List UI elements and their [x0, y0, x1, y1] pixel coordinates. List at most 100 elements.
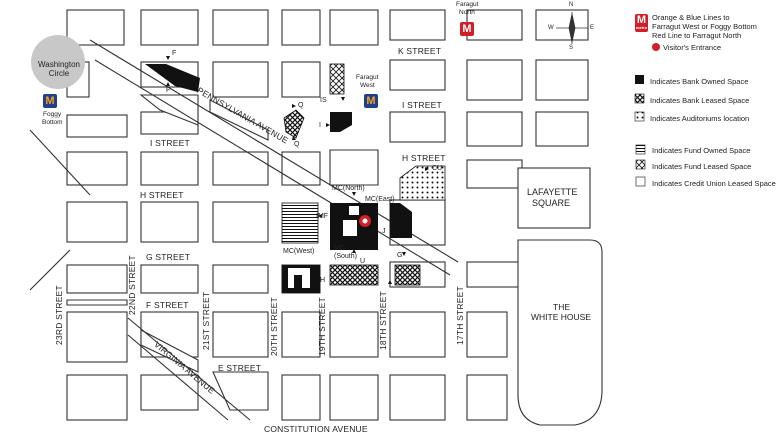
- lafayette-square-block: [517, 167, 591, 229]
- legend-metro-line2: Farragut West or Foggy Bottom: [652, 22, 757, 31]
- street-label-i-east: I STREET: [402, 100, 442, 110]
- code-mc-east: MC(East): [365, 196, 395, 203]
- city-block: [466, 311, 508, 358]
- city-block: [66, 9, 125, 46]
- street-label-h-east: H STREET: [402, 153, 446, 163]
- bank-leased-q: [283, 109, 305, 139]
- city-block: [466, 374, 508, 421]
- lafayette-label-2: SQUARE: [532, 198, 571, 208]
- code-mc-north: MC(North): [332, 185, 365, 192]
- code-is: IS: [320, 97, 327, 104]
- legend-bank-owned-swatch: [635, 75, 644, 84]
- code-j: J: [382, 228, 386, 235]
- farragut-north-label-2: North: [459, 9, 475, 16]
- city-block: [329, 149, 379, 186]
- street-label-19th: 19TH STREET: [317, 297, 327, 356]
- farragut-west-label-2: West: [360, 82, 375, 89]
- fund-leased-is: [329, 63, 345, 95]
- street-label-f: F STREET: [146, 300, 189, 310]
- fund-owned-imf: [281, 202, 319, 244]
- farragut-north-label-1: Faragut: [456, 1, 479, 8]
- foggy-bottom-metro-icon: M: [43, 94, 57, 108]
- bank-owned-i: [330, 112, 352, 132]
- legend-auditorium-swatch: [634, 111, 645, 122]
- city-block: [535, 111, 589, 147]
- city-block: [66, 311, 128, 363]
- city-block: [140, 374, 199, 411]
- street-label-21st: 21ST STREET: [201, 291, 211, 350]
- city-block: [281, 61, 321, 98]
- street-label-23rd: 23RD STREET: [54, 285, 64, 345]
- city-block: [66, 374, 128, 421]
- city-block: [466, 159, 523, 189]
- city-block: [389, 311, 446, 358]
- street-label-22nd: 22ND STREET: [127, 255, 137, 315]
- legend-fund-leased-swatch: [635, 159, 646, 170]
- legend-visitor-icon: [652, 43, 660, 51]
- white-house-label-1: THE: [553, 302, 570, 312]
- compass-e: E: [590, 25, 595, 31]
- city-block: [281, 9, 321, 46]
- code-imf: IMF: [316, 213, 329, 220]
- city-block: [535, 59, 589, 101]
- washington-circle-label: Washington Circle: [38, 60, 80, 78]
- city-block: [466, 59, 523, 101]
- city-block: [140, 201, 199, 243]
- city-block: [466, 261, 523, 288]
- legend-bank-leased: Indicates Bank Leased Space: [650, 96, 750, 105]
- lafayette-label-1: LAFAYETTE: [527, 187, 578, 197]
- city-block: [389, 9, 446, 41]
- city-block: [389, 111, 446, 143]
- bank-leased-spaces: [283, 109, 421, 286]
- city-block: [466, 111, 523, 147]
- city-block: [212, 371, 269, 411]
- bank-owned-f: [145, 64, 200, 92]
- city-block: [66, 264, 128, 294]
- city-block: [329, 9, 379, 46]
- code-mc-west: MC(West): [283, 248, 315, 255]
- code-h: H: [320, 277, 326, 284]
- bank-owned-j: [390, 203, 412, 238]
- legend-auditorium: Indicates Auditoriums location: [650, 114, 750, 123]
- city-block: [66, 151, 128, 186]
- farragut-west-metro-icon: M: [364, 94, 378, 108]
- city-block: [212, 9, 269, 46]
- city-block: [466, 9, 523, 41]
- street-label-20th: 20TH STREET: [269, 297, 279, 356]
- street-label-17th: 17TH STREET: [455, 286, 465, 345]
- compass-w: W: [548, 25, 554, 31]
- city-block: [139, 94, 199, 126]
- code-u: U: [360, 258, 366, 265]
- code-i: I: [319, 122, 321, 129]
- city-block: [281, 374, 321, 421]
- city-block: [66, 201, 128, 243]
- auditorium-mark: [349, 206, 359, 215]
- legend-credit-union: Indicates Credit Union Leased Space: [652, 179, 776, 188]
- city-block: [281, 311, 321, 358]
- bank-leased-u: [329, 264, 379, 286]
- city-block: [389, 59, 446, 91]
- farragut-west-label-1: Faragut: [356, 74, 379, 81]
- street-label-h-west: H STREET: [140, 190, 184, 200]
- street-label-g: G STREET: [146, 252, 191, 262]
- compass-rose: [556, 12, 588, 44]
- city-block: [281, 151, 321, 186]
- city-block: [212, 264, 269, 294]
- city-block: [329, 374, 379, 421]
- code-mc-south: MC (South): [334, 245, 357, 260]
- legend-fund-leased: Indicates Fund Leased Space: [652, 162, 752, 171]
- city-block: [212, 151, 269, 186]
- street-label-i-west: I STREET: [150, 138, 190, 148]
- legend-visitor: Visitor's Entrance: [663, 43, 721, 52]
- city-block: [140, 9, 199, 46]
- code-q-top: Q: [298, 102, 304, 109]
- city-block: [140, 264, 199, 294]
- code-f-top: F: [172, 50, 177, 57]
- foggy-bottom-label-2: Bottom: [42, 119, 63, 126]
- city-block: [212, 201, 269, 243]
- legend-bank-owned: Indicates Bank Owned Space: [650, 77, 749, 86]
- code-g: G: [397, 252, 403, 259]
- city-block: [535, 9, 589, 41]
